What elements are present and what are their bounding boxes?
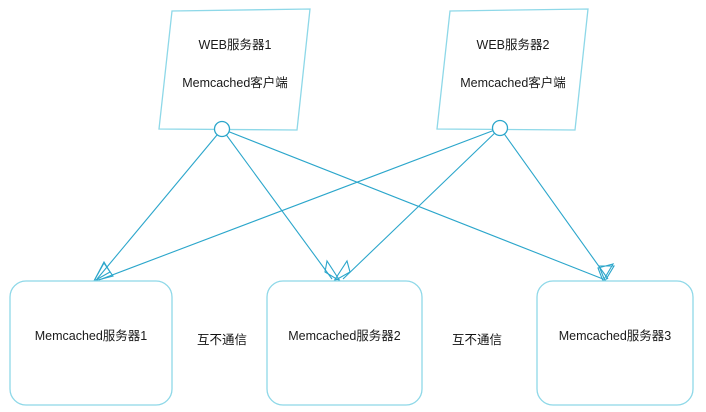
connector-web2-to-cache1[interactable] [98,127,501,281]
connector-web1-to-cache3[interactable] [221,128,604,280]
web-server-1-shape[interactable] [158,8,311,131]
arrowhead-web1-cache1 [92,260,111,283]
gap-label-2: 互不通信 [451,333,502,347]
arrowhead-web2-cache3 [598,265,615,283]
memcached-server-2-shape[interactable] [266,280,423,406]
connector-web1-to-cache1[interactable] [96,128,223,280]
memcached-server-3-shape[interactable] [536,280,694,406]
gap-label-1: 互不通信 [196,333,247,347]
web-server-2-port-icon[interactable] [491,119,509,137]
arrowhead-web2-cache1 [92,261,114,282]
web-server-1-port-icon[interactable] [213,120,231,138]
arrowhead-web1-cache2 [324,259,341,282]
connector-web1-to-cache2[interactable] [221,128,333,280]
arrowhead-web2-cache2 [333,259,351,282]
connector-web2-to-cache2[interactable] [342,127,501,280]
arrowhead-group [92,259,615,283]
connector-web2-to-cache3[interactable] [499,127,609,280]
connector-group-web2 [98,127,609,281]
web-server-2-shape[interactable] [436,8,589,131]
memcached-server-1-shape[interactable] [9,280,173,406]
connector-group-web1 [96,128,604,280]
